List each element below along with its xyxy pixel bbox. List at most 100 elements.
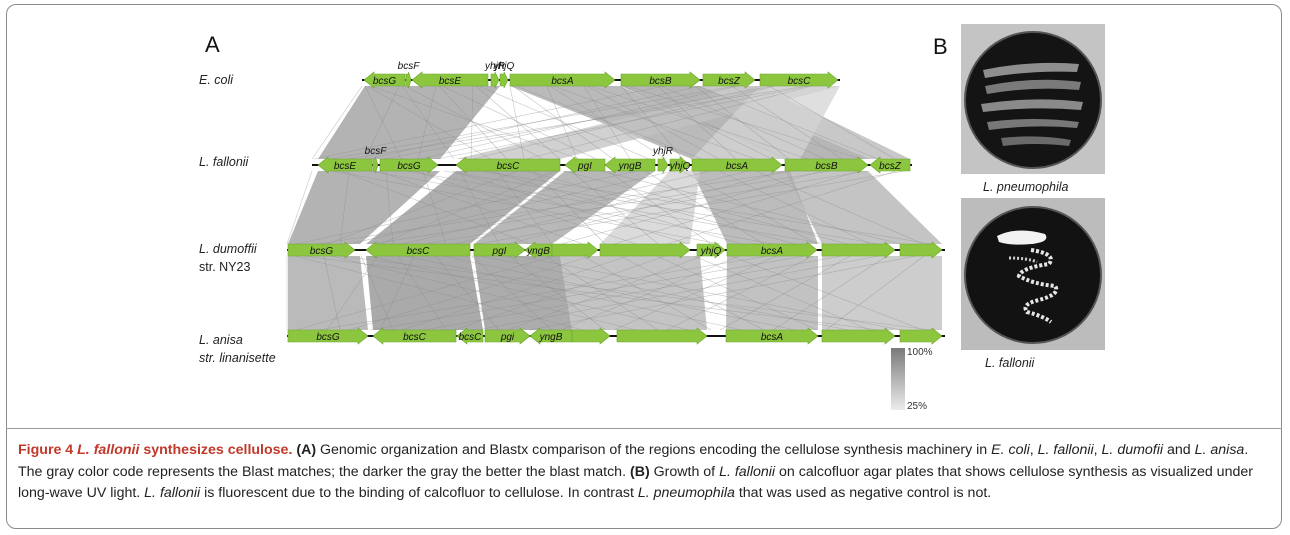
blast-match-line — [560, 170, 823, 245]
gene-label: bcsZ — [879, 161, 902, 172]
gene-label: bcsB — [649, 76, 672, 87]
gene-arrow — [784, 156, 869, 174]
gene-arrow — [484, 327, 531, 345]
gene-label: yhjQ — [700, 246, 722, 257]
gene-arrow — [691, 156, 783, 174]
blast-match-line — [370, 255, 806, 331]
blast-match-line — [546, 85, 578, 160]
blast-match-line — [377, 170, 584, 245]
gene-arrow — [365, 241, 471, 259]
blast-match-line — [294, 255, 584, 331]
gene-label: bcsF — [365, 146, 388, 157]
blast-match-line — [311, 85, 363, 160]
gene-label: bcsA — [761, 246, 784, 257]
caption-separator — [6, 428, 1282, 429]
blast-match-line — [454, 255, 666, 331]
blast-match-line — [479, 255, 849, 331]
gene-arrow — [821, 327, 896, 345]
blast-match-line — [397, 255, 447, 331]
gene-label: bcsZ — [718, 76, 741, 87]
blast-match-line — [697, 85, 879, 160]
blast-match-line — [472, 85, 776, 160]
blast-match-line — [718, 170, 871, 245]
gene-arrow — [524, 241, 553, 259]
caption-tag-a: (A) — [296, 442, 317, 458]
blast-match-line — [360, 255, 394, 331]
blast-match-line — [507, 255, 703, 331]
figure-frame — [6, 4, 1282, 529]
gene-label: bcsG — [397, 161, 421, 172]
blast-match-line — [525, 85, 813, 160]
gene-arrow — [620, 71, 701, 89]
blast-match-line — [623, 85, 773, 160]
blast-match-line — [302, 255, 880, 331]
blast-match-line — [656, 255, 818, 331]
gene-arrow — [287, 241, 356, 259]
gene-arrow — [571, 327, 611, 345]
gene-arrow — [725, 327, 819, 345]
blast-match-line — [401, 85, 455, 160]
blast-match-line — [613, 255, 777, 331]
gene-arrow — [702, 71, 756, 89]
gene-arrow — [379, 156, 439, 174]
gene-arrow — [509, 71, 616, 89]
blast-match-line — [730, 255, 924, 331]
gene-arrow — [317, 156, 373, 174]
blast-match-line — [370, 85, 580, 160]
blast-match-line — [367, 85, 491, 160]
gene-label: bcsG — [310, 246, 334, 257]
gene-arrow — [363, 71, 406, 89]
blast-match-line — [529, 255, 917, 331]
gene-label: pgi — [500, 332, 515, 343]
blast-match-line — [657, 85, 737, 160]
blast-match-line — [368, 255, 690, 331]
blast-match-line — [552, 85, 756, 160]
figure-caption: Figure 4 L. fallonii synthesizes cellulo… — [18, 442, 1253, 501]
blast-match-band — [822, 256, 942, 330]
gene-label: bcsG — [373, 76, 397, 87]
gene-label: yngB — [526, 246, 550, 257]
plate-photo-fallonii — [961, 198, 1105, 350]
blast-match-line — [332, 170, 721, 245]
blast-match-line — [295, 170, 638, 245]
gene-label: yngB — [539, 332, 563, 343]
gene-label: bcsC — [459, 332, 483, 343]
blast-match-line — [515, 85, 703, 160]
gene-label: bcsA — [761, 332, 784, 343]
blast-match-line — [401, 170, 712, 245]
gene-arrow — [869, 156, 911, 174]
blast-match-line — [731, 85, 843, 160]
blast-match-line — [582, 255, 712, 331]
gene-arrow — [455, 156, 561, 174]
similarity-scale-bar — [891, 348, 905, 410]
blast-match-line — [417, 85, 437, 160]
blast-match-line — [772, 255, 888, 331]
gene-arrow — [372, 327, 457, 345]
caption-tag-b: (B) — [629, 463, 650, 480]
blast-match-line — [438, 85, 508, 160]
blast-match-line — [379, 170, 556, 245]
blast-match-line — [560, 255, 740, 331]
blast-match-line — [419, 85, 739, 160]
blast-match-line — [441, 85, 597, 160]
blast-match-band — [474, 256, 572, 330]
gene-label: bcsG — [316, 332, 340, 343]
blast-match-line — [385, 170, 394, 245]
blast-match-line — [331, 255, 637, 331]
caption-title: Figure 4 L. fallonii synthesizes cellulo… — [18, 442, 293, 458]
blast-match-line — [693, 255, 871, 331]
gene-arrow — [287, 327, 369, 345]
gene-arrow — [899, 327, 943, 345]
blast-match-line — [768, 85, 896, 160]
blast-match-line — [295, 255, 555, 331]
gene-label: bcsE — [334, 161, 357, 172]
gene-label: bcsC — [407, 246, 431, 257]
blast-match-line — [401, 255, 629, 331]
blast-match-line — [348, 170, 675, 245]
gene-arrow — [726, 241, 818, 259]
blast-match-line — [326, 170, 519, 245]
blast-match-line — [825, 255, 925, 331]
blast-match-line — [422, 170, 447, 245]
